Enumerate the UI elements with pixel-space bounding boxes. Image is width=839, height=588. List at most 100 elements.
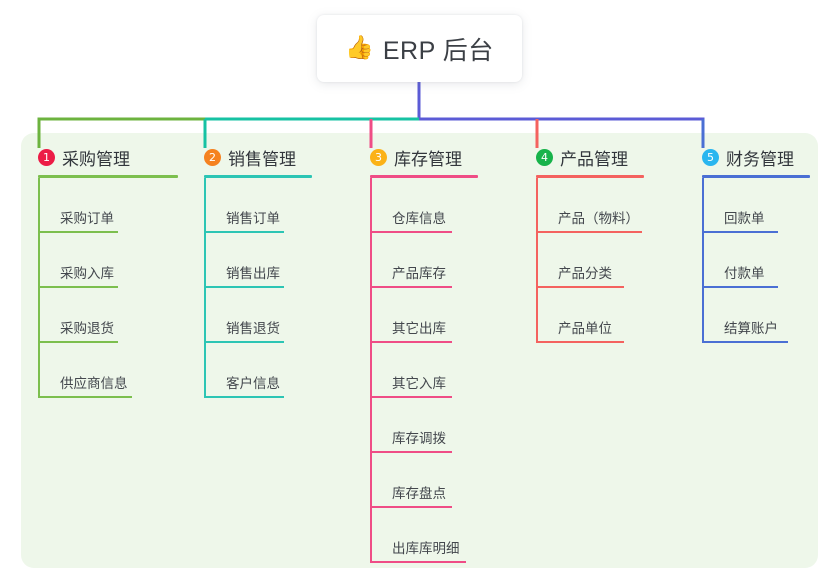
column-item[interactable]: 采购订单 <box>38 178 178 233</box>
column-item-rule <box>702 341 788 343</box>
column-spine-line <box>204 178 206 398</box>
column-spine-line <box>702 178 704 343</box>
column-item[interactable]: 销售出库 <box>204 233 312 288</box>
column-item-label: 产品分类 <box>558 266 612 281</box>
column-item-label: 回款单 <box>724 211 765 226</box>
column-item[interactable]: 回款单 <box>702 178 810 233</box>
column-title: 销售管理 <box>228 149 296 169</box>
column-item-label: 采购入库 <box>60 266 114 281</box>
thumbs-up-icon: 👍 <box>345 35 374 61</box>
column-header-5[interactable]: 5 财务管理 <box>702 145 810 169</box>
column-产品管理: 4 产品管理产品（物料） 产品分类产品单位 <box>536 145 644 343</box>
column-item-rule <box>702 286 778 288</box>
column-spine-line <box>536 178 538 343</box>
column-spine-line <box>370 178 372 563</box>
column-item-label: 销售订单 <box>226 211 280 226</box>
column-title: 产品管理 <box>560 149 628 169</box>
column-item[interactable]: 其它入库 <box>370 343 478 398</box>
column-item-label: 销售出库 <box>226 266 280 281</box>
column-item[interactable]: 结算账户 <box>702 288 810 343</box>
column-item[interactable]: 采购入库 <box>38 233 178 288</box>
root-node-card[interactable]: 👍 ERP 后台 <box>317 15 522 82</box>
column-item-label: 仓库信息 <box>392 211 446 226</box>
column-销售管理: 2 销售管理销售订单销售出库销售退货客户信息 <box>204 145 312 398</box>
diagram-panel <box>21 133 818 568</box>
column-item[interactable]: 采购退货 <box>38 288 178 343</box>
column-header-rule <box>204 175 312 178</box>
column-item-label: 客户信息 <box>226 376 280 391</box>
column-item[interactable]: 产品（物料） <box>536 178 644 233</box>
column-item-rule <box>370 396 452 398</box>
column-item-rule <box>370 231 452 233</box>
column-采购管理: 1 采购管理采购订单采购入库采购退货供应商信息 <box>38 145 178 398</box>
column-item-label: 采购退货 <box>60 321 114 336</box>
column-item-label: 产品（物料） <box>558 211 639 226</box>
column-title: 采购管理 <box>62 149 130 169</box>
column-item[interactable]: 销售订单 <box>204 178 312 233</box>
column-item-rule <box>370 286 452 288</box>
column-item-label: 采购订单 <box>60 211 114 226</box>
column-item[interactable]: 出库库明细 <box>370 508 478 563</box>
column-item-rule <box>370 506 452 508</box>
column-item-rule <box>38 231 118 233</box>
column-item-list: 采购订单采购入库采购退货供应商信息 <box>38 178 178 398</box>
column-item-rule <box>370 451 452 453</box>
column-item-rule <box>536 231 642 233</box>
column-badge-1: 1 <box>38 148 55 166</box>
column-item-list: 销售订单销售出库销售退货客户信息 <box>204 178 312 398</box>
column-badge-3: 3 <box>370 148 387 166</box>
column-item-rule <box>38 396 132 398</box>
column-item-rule <box>38 286 118 288</box>
column-header-rule <box>370 175 478 178</box>
column-header-2[interactable]: 2 销售管理 <box>204 145 312 169</box>
column-item[interactable]: 供应商信息 <box>38 343 178 398</box>
column-header-rule <box>536 175 644 178</box>
column-item-label: 库存调拨 <box>392 431 446 446</box>
column-item-label: 库存盘点 <box>392 486 446 501</box>
column-item-label: 销售退货 <box>226 321 280 336</box>
column-item-rule <box>204 341 284 343</box>
column-item-list: 仓库信息产品库存其它出库其它入库库存调拨库存盘点出库库明细 <box>370 178 478 563</box>
column-item-label: 其它入库 <box>392 376 446 391</box>
column-item[interactable]: 客户信息 <box>204 343 312 398</box>
column-header-4[interactable]: 4 产品管理 <box>536 145 644 169</box>
column-item-rule <box>204 396 284 398</box>
column-header-3[interactable]: 3 库存管理 <box>370 145 478 169</box>
column-item-label: 结算账户 <box>724 321 778 336</box>
column-item[interactable]: 产品分类 <box>536 233 644 288</box>
column-item-label: 产品单位 <box>558 321 612 336</box>
column-badge-4: 4 <box>536 148 553 166</box>
column-item-label: 付款单 <box>724 266 765 281</box>
column-item[interactable]: 库存盘点 <box>370 453 478 508</box>
column-item[interactable]: 付款单 <box>702 233 810 288</box>
column-item-rule <box>536 286 624 288</box>
column-item[interactable]: 销售退货 <box>204 288 312 343</box>
column-item-rule <box>204 231 284 233</box>
column-item-rule <box>370 341 452 343</box>
column-item[interactable]: 其它出库 <box>370 288 478 343</box>
column-header-rule <box>38 175 178 178</box>
column-item-rule <box>702 231 778 233</box>
root-node-title: ERP 后台 <box>382 36 494 65</box>
column-item[interactable]: 库存调拨 <box>370 398 478 453</box>
column-item[interactable]: 仓库信息 <box>370 178 478 233</box>
column-item-label: 供应商信息 <box>60 376 128 391</box>
column-badge-5: 5 <box>702 148 719 166</box>
column-title: 库存管理 <box>394 149 462 169</box>
column-item-rule <box>38 341 118 343</box>
column-item[interactable]: 产品单位 <box>536 288 644 343</box>
column-item-list: 产品（物料） 产品分类产品单位 <box>536 178 644 343</box>
column-item[interactable]: 产品库存 <box>370 233 478 288</box>
column-header-1[interactable]: 1 采购管理 <box>38 145 178 169</box>
column-spine-line <box>38 178 40 398</box>
column-财务管理: 5 财务管理回款单付款单结算账户 <box>702 145 810 343</box>
column-item-rule <box>370 561 466 563</box>
column-item-rule <box>204 286 284 288</box>
column-title: 财务管理 <box>726 149 794 169</box>
column-item-label: 其它出库 <box>392 321 446 336</box>
column-badge-2: 2 <box>204 148 221 166</box>
column-item-label: 产品库存 <box>392 266 446 281</box>
column-header-rule <box>702 175 810 178</box>
column-item-label: 出库库明细 <box>392 541 460 556</box>
column-item-rule <box>536 341 624 343</box>
